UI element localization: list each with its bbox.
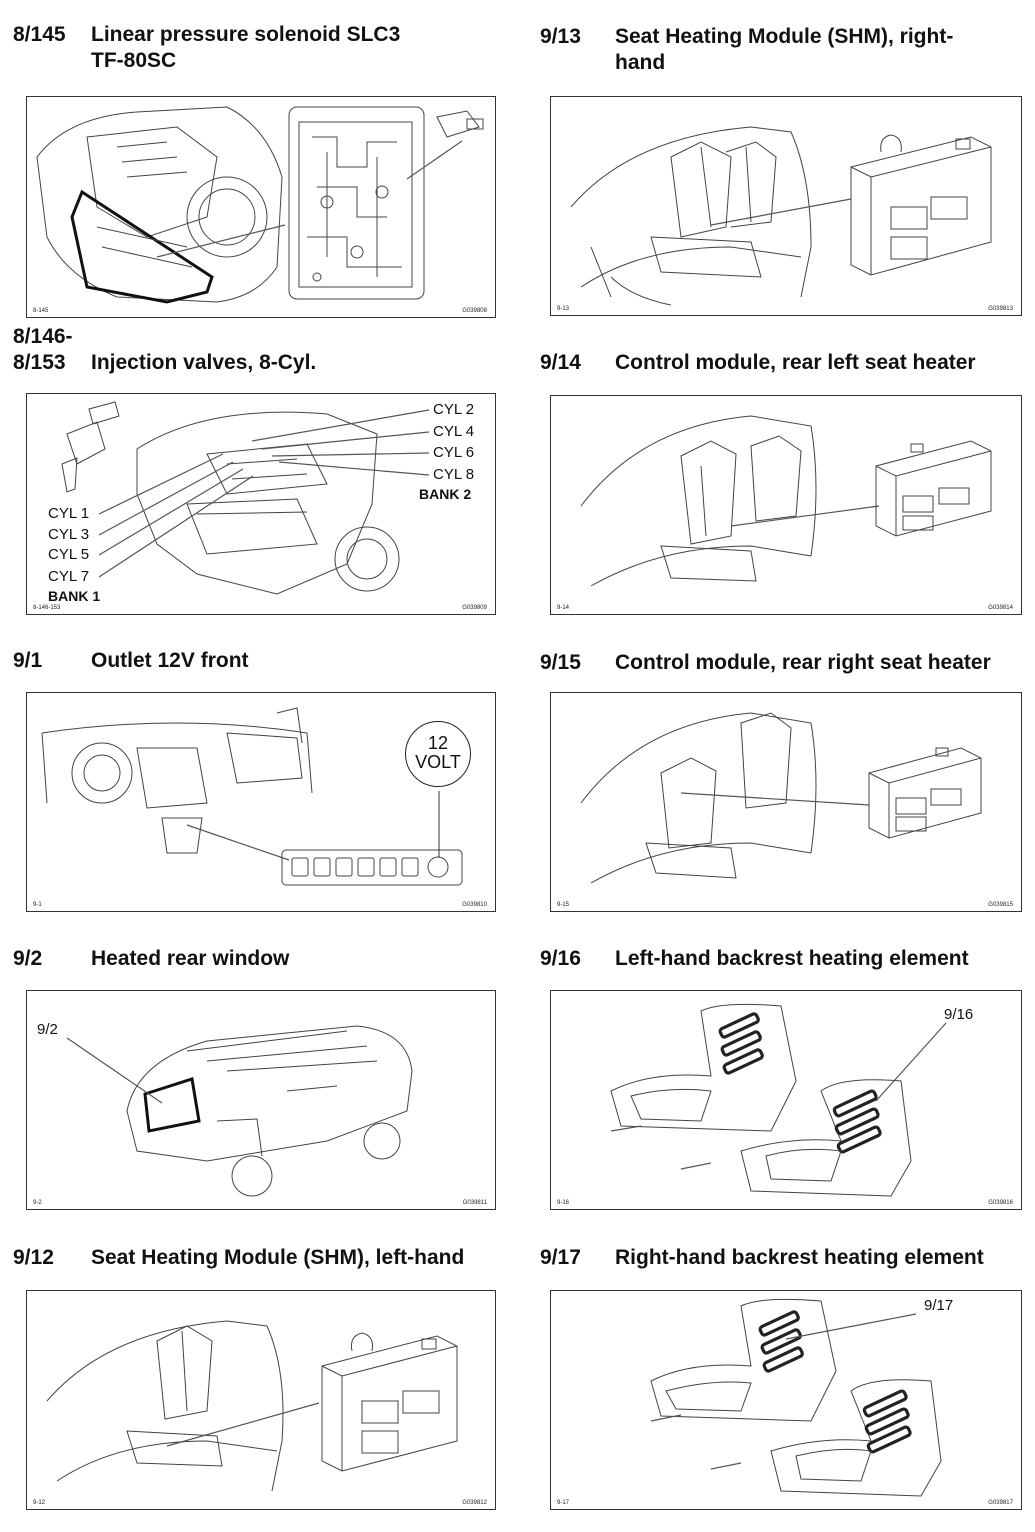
entry-title: Seat Heating Module (SHM), right- hand bbox=[615, 25, 954, 74]
callout-label: 9/17 bbox=[924, 1297, 954, 1314]
entry-title: Linear pressure solenoid SLC3 TF-80SC bbox=[91, 23, 401, 72]
figure-id: 9-17 bbox=[557, 1500, 570, 1506]
entry-title: Control module, rear left seat heater bbox=[615, 351, 976, 374]
rear-left-heater-illustration bbox=[580, 415, 992, 587]
figure-outlet-12v: 12 VOLT 9-1 G039810 bbox=[26, 692, 496, 912]
entry-code: 9/16 bbox=[540, 947, 581, 970]
graphic-id: G039816 bbox=[988, 1200, 1013, 1206]
figure-left-backrest: 9/16 9-16 G039816 bbox=[550, 990, 1022, 1210]
entry-title: Outlet 12V front bbox=[91, 649, 249, 672]
label-cyl2: CYL 2 bbox=[433, 401, 475, 418]
shm-left-illustration bbox=[46, 1320, 458, 1492]
figure-right-backrest: 9/17 9-17 G039817 bbox=[550, 1290, 1022, 1510]
entry-code: 9/17 bbox=[540, 1246, 581, 1269]
solenoid-illustration bbox=[36, 106, 484, 304]
entry-title: Control module, rear right seat heater bbox=[615, 651, 991, 674]
graphic-id: G039812 bbox=[462, 1500, 487, 1506]
entry-code: 8/146- 8/153 bbox=[13, 325, 73, 374]
figure-id: 9-16 bbox=[557, 1200, 570, 1206]
graphic-id: G039813 bbox=[988, 306, 1013, 312]
entry-code: 9/12 bbox=[13, 1246, 54, 1269]
left-backrest-illustration bbox=[610, 1003, 947, 1197]
entry-title: Injection valves, 8-Cyl. bbox=[91, 351, 317, 374]
entry-title: Seat Heating Module (SHM), left-hand bbox=[91, 1246, 465, 1269]
figure-id: 9-2 bbox=[33, 1200, 42, 1206]
label-bank1: BANK 1 bbox=[48, 588, 101, 604]
entry-code: 9/14 bbox=[540, 351, 581, 374]
volt-callout: 12 VOLT bbox=[405, 721, 471, 787]
entry-title: Left-hand backrest heating element bbox=[615, 947, 969, 970]
figure-shm-left: 9-12 G039812 bbox=[26, 1290, 496, 1510]
right-backrest-illustration bbox=[650, 1298, 942, 1497]
figure-solenoid: 8-145 G039808 bbox=[26, 96, 496, 318]
rear-window-illustration bbox=[66, 1025, 413, 1197]
figure-id: 9-15 bbox=[557, 902, 570, 908]
callout-label: 9/16 bbox=[944, 1006, 974, 1023]
graphic-id: G039811 bbox=[462, 1200, 487, 1206]
label-cyl5: CYL 5 bbox=[48, 546, 90, 563]
figure-rear-window: 9/2 9-2 G039811 bbox=[26, 990, 496, 1210]
volt-number: 12 bbox=[427, 733, 449, 753]
figure-id: 9-1 bbox=[33, 902, 42, 908]
figure-id: 8-146-153 bbox=[33, 605, 61, 611]
entry-code: 8/145 bbox=[13, 23, 66, 46]
entry-code: 9/13 bbox=[540, 25, 581, 48]
label-bank2: BANK 2 bbox=[419, 486, 472, 502]
rear-right-heater-illustration bbox=[580, 712, 982, 884]
label-cyl4: CYL 4 bbox=[433, 423, 475, 440]
figure-shm-right: 9-13 G039813 bbox=[550, 96, 1022, 316]
label-cyl8: CYL 8 bbox=[433, 466, 475, 483]
graphic-id: G039809 bbox=[462, 605, 487, 611]
shm-right-illustration bbox=[570, 126, 992, 306]
entry-title: Right-hand backrest heating element bbox=[615, 1246, 984, 1269]
figure-id: 9-14 bbox=[557, 605, 570, 611]
figure-rear-left-heater: 9-14 G039814 bbox=[550, 395, 1022, 615]
entry-title: Heated rear window bbox=[91, 947, 290, 970]
figure-rear-right-heater: 9-15 G039815 bbox=[550, 692, 1022, 912]
label-cyl1: CYL 1 bbox=[48, 505, 90, 522]
graphic-id: G039815 bbox=[988, 902, 1013, 908]
graphic-id: G039814 bbox=[988, 605, 1013, 611]
figure-id: 8-145 bbox=[33, 308, 49, 314]
figure-id: 9-13 bbox=[557, 306, 570, 312]
graphic-id: G039817 bbox=[988, 1500, 1013, 1506]
label-cyl7: CYL 7 bbox=[48, 568, 90, 585]
entry-code: 9/1 bbox=[13, 649, 43, 672]
graphic-id: G039808 bbox=[462, 308, 487, 314]
entry-code: 9/15 bbox=[540, 651, 581, 674]
graphic-id: G039810 bbox=[462, 902, 487, 908]
figure-id: 9-12 bbox=[33, 1500, 46, 1506]
callout-label: 9/2 bbox=[37, 1021, 58, 1038]
entry-code: 9/2 bbox=[13, 947, 43, 970]
outlet-12v-illustration bbox=[41, 707, 463, 886]
figure-injection-valves: CYL 2 CYL 4 CYL 6 CYL 8 BANK 2 CYL 1 CYL… bbox=[26, 393, 496, 615]
volt-unit: VOLT bbox=[415, 752, 461, 772]
label-cyl3: CYL 3 bbox=[48, 526, 90, 543]
label-cyl6: CYL 6 bbox=[433, 444, 475, 461]
injection-valves-illustration bbox=[61, 401, 430, 595]
